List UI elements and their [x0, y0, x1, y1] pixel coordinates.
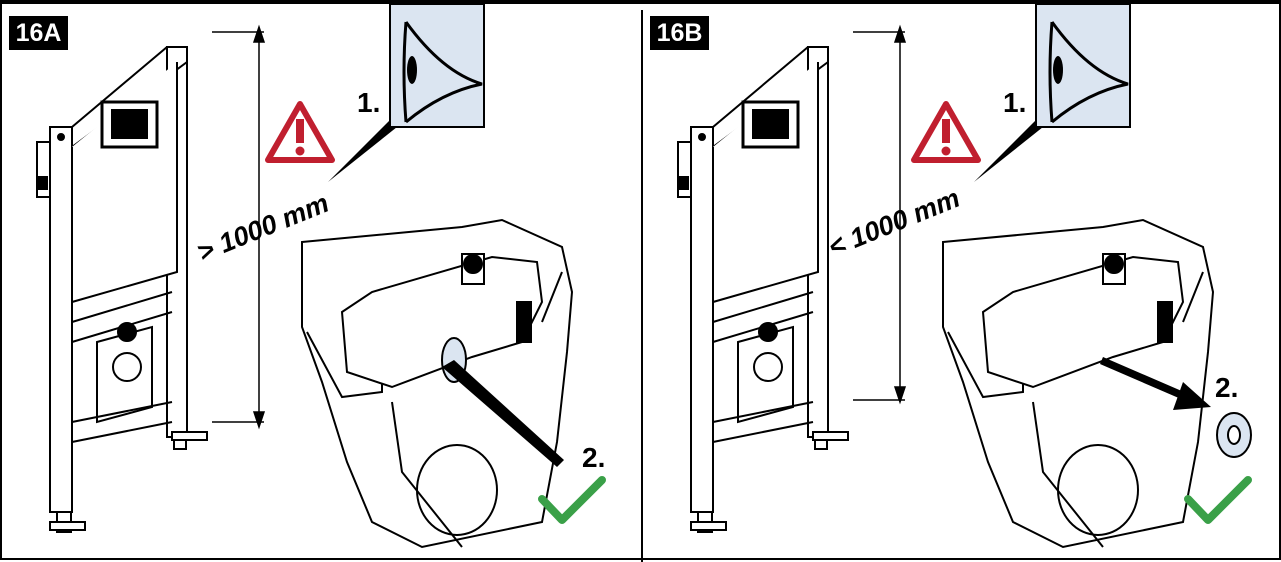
- height-dimension-line: [212, 24, 266, 430]
- install-frame-illustration: [677, 46, 849, 533]
- panel-divider: [641, 10, 643, 562]
- panel-label-16a: 16A: [9, 16, 68, 50]
- eye-view-icon: [974, 3, 1131, 182]
- toilet-module-illustration: [301, 218, 574, 549]
- eye-view-icon: [328, 3, 485, 182]
- step-1-label: 1.: [357, 87, 380, 118]
- sealing-ring-icon: [1216, 412, 1252, 458]
- panel-label-16b: 16B: [650, 16, 709, 50]
- panel-16b: 16B: [643, 2, 1281, 562]
- checkmark-icon: [1184, 476, 1252, 524]
- checkmark-icon: [538, 476, 606, 524]
- step-2-arrow: [1100, 357, 1211, 410]
- illustration-16a: > 1000 mm 1.: [36, 3, 606, 549]
- install-frame-illustration: [36, 46, 208, 533]
- toilet-module-illustration: [942, 218, 1215, 549]
- warning-triangle-icon: [911, 101, 981, 163]
- top-border: [2, 2, 1281, 4]
- illustration-16b: < 1000 mm 1.: [677, 3, 1252, 549]
- step-1-label: 1.: [1003, 87, 1026, 118]
- panel-16a: 16A: [2, 2, 641, 562]
- warning-triangle-icon: [265, 101, 335, 163]
- step-2-label: 2.: [1215, 372, 1238, 403]
- step-2-label: 2.: [582, 442, 605, 473]
- height-dimension-line: [853, 24, 907, 405]
- step-2-arrow: [442, 360, 564, 467]
